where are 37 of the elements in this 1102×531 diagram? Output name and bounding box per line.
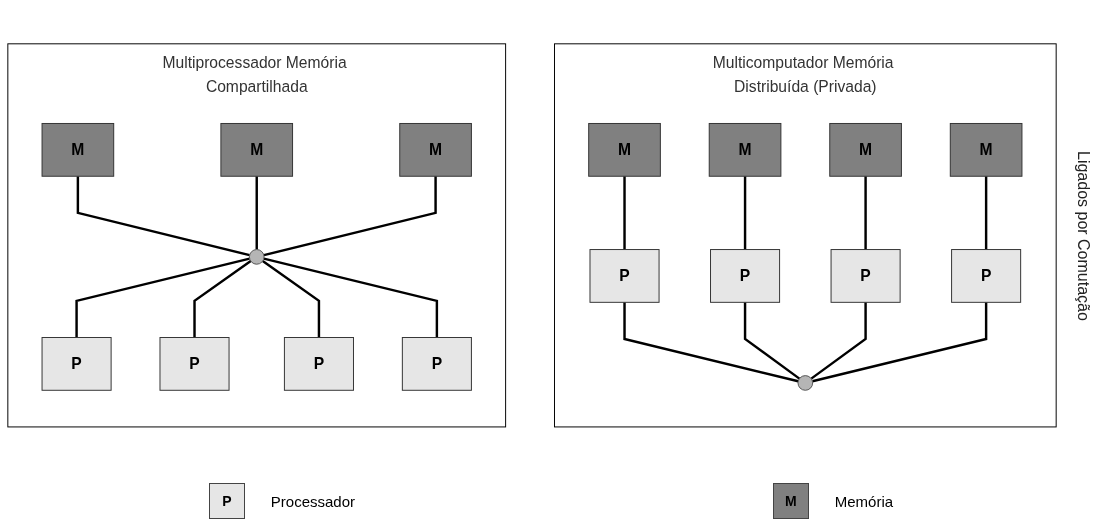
connector xyxy=(75,257,250,338)
node-box: P xyxy=(951,249,1022,303)
connector xyxy=(623,302,799,383)
node-circle xyxy=(248,249,265,265)
node-box: P xyxy=(159,337,230,391)
connector xyxy=(262,260,321,338)
node-box: P xyxy=(710,249,781,303)
connector xyxy=(984,176,988,250)
connector xyxy=(743,176,747,250)
node-box: M xyxy=(220,123,294,177)
node-box: M xyxy=(949,123,1023,177)
connector xyxy=(743,302,801,380)
connector xyxy=(76,176,250,257)
connector xyxy=(263,257,439,338)
node-circle xyxy=(797,375,814,391)
connector xyxy=(623,176,626,250)
node-box: M xyxy=(829,123,902,177)
connector xyxy=(864,176,867,250)
legend-swatch: P xyxy=(208,483,245,519)
legend-label: Processador xyxy=(270,492,356,510)
legend-label: Memória xyxy=(834,492,894,510)
connector xyxy=(812,302,988,383)
node-box: P xyxy=(283,337,354,391)
connector xyxy=(193,260,252,338)
connector xyxy=(255,176,258,250)
node-box: M xyxy=(588,123,661,177)
node-box: P xyxy=(589,249,660,303)
connector xyxy=(810,302,867,380)
node-box: P xyxy=(41,337,112,391)
node-box: M xyxy=(41,123,115,177)
node-box: P xyxy=(401,337,472,391)
node-box: P xyxy=(830,249,901,303)
node-box: M xyxy=(399,123,472,177)
connector xyxy=(263,176,437,257)
legend-swatch: M xyxy=(772,483,809,519)
side-label: Ligados por Comutação xyxy=(1074,150,1093,321)
node-box: M xyxy=(708,123,782,177)
